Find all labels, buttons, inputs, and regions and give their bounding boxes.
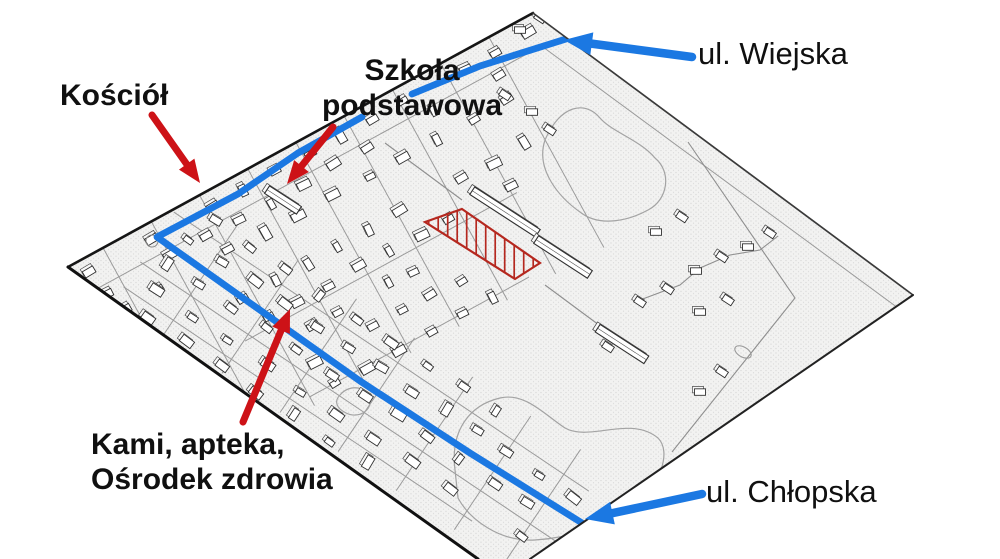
- label-szkola-podstawowa: Szkoła podstawowa: [296, 54, 528, 124]
- label-ul-wiejska-text: ul. Wiejska: [698, 36, 848, 71]
- wiejska-arrow: [564, 32, 697, 62]
- label-szkola-line2: podstawowa: [321, 88, 502, 122]
- label-ul-chlopska: ul. Chłopska: [706, 474, 877, 510]
- label-ul-chlopska-text: ul. Chłopska: [706, 474, 877, 509]
- street-highlights: [145, 35, 586, 527]
- label-kami-line1: Kami, apteka,: [91, 428, 285, 461]
- label-kosciol: Kościół: [60, 79, 168, 114]
- terrain-outlines: [336, 107, 752, 541]
- kosciol-arrow: [148, 111, 200, 183]
- map-outline: [68, 13, 913, 559]
- label-kosciol-text: Kościół: [60, 79, 169, 112]
- label-szkola-line1: Szkoła: [364, 54, 460, 87]
- street-wiejska-upper: [408, 35, 570, 98]
- szkola-arrow: [287, 123, 337, 184]
- annotation-arrows: [148, 32, 707, 525]
- development-area-hatch: [422, 207, 542, 281]
- label-kami-line2: Ośrodek zdrowia: [91, 462, 333, 496]
- development-area: [422, 207, 542, 281]
- label-kami-apteka-osrodek: Kami, apteka, Ośrodek zdrowia: [91, 428, 333, 498]
- chlopska-arrow: [585, 489, 707, 525]
- kami-arrow: [239, 309, 290, 426]
- label-ul-wiejska: ul. Wiejska: [698, 36, 848, 72]
- street-wiejska-chlopska: [153, 113, 586, 527]
